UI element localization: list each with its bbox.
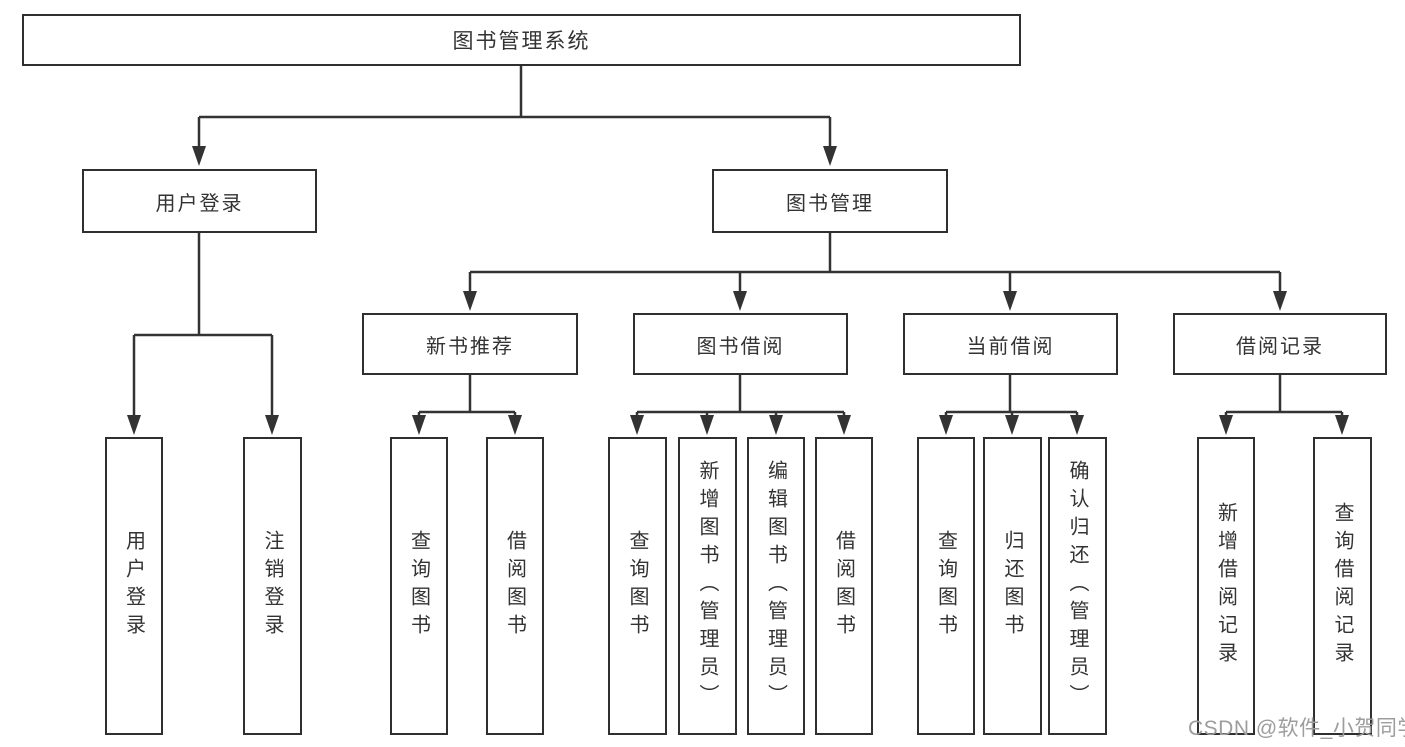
node-label: 查询图书 — [934, 530, 957, 642]
node-label: 新书推荐 — [426, 335, 514, 358]
leaf-query-borrow-record: 查询借阅记录 — [1313, 437, 1372, 735]
node-label: 图书管理系统 — [452, 30, 591, 53]
node-label: 用户登录 — [155, 192, 244, 215]
leaf-logout: 注销登录 — [243, 437, 302, 735]
node-label: 图书管理 — [786, 192, 874, 215]
node-book-management: 图书管理 — [712, 169, 948, 233]
node-library-management-system: 图书管理系统 — [22, 14, 1021, 66]
arrowheads — [127, 146, 1349, 435]
node-user-login: 用户登录 — [82, 169, 317, 233]
node-label: 查询借阅记录 — [1331, 502, 1353, 670]
leaf-query-books-current: 查询图书 — [917, 437, 975, 735]
leaf-borrow-books: 借阅图书 — [815, 437, 873, 735]
node-current-borrow: 当前借阅 — [903, 313, 1118, 375]
leaf-borrow-books-recommend: 借阅图书 — [486, 437, 544, 735]
csdn-watermark: CSDN @软件_小贺同学 — [1188, 717, 1405, 740]
node-label: 借阅图书 — [832, 530, 855, 642]
leaf-query-books-recommend: 查询图书 — [390, 437, 448, 735]
node-label: 当前借阅 — [966, 335, 1055, 358]
node-new-book-recommend: 新书推荐 — [362, 313, 578, 375]
leaf-confirm-return-admin: 确认归还（管理员） — [1048, 437, 1107, 735]
node-label: 用户登录 — [122, 530, 145, 642]
node-label: 注销登录 — [261, 530, 283, 642]
node-label: 查询图书 — [626, 530, 648, 642]
leaf-return-books: 归还图书 — [983, 437, 1042, 735]
node-label: 借阅记录 — [1236, 335, 1324, 358]
node-label: 新增借阅记录 — [1214, 502, 1237, 670]
node-label: 新增图书（管理员） — [696, 460, 718, 712]
leaf-query-books-borrow: 查询图书 — [608, 437, 667, 735]
leaf-add-borrow-record: 新增借阅记录 — [1197, 437, 1255, 735]
leaf-edit-books-admin: 编辑图书（管理员） — [747, 437, 805, 735]
node-borrow-records: 借阅记录 — [1173, 313, 1387, 375]
node-label: 归还图书 — [1001, 530, 1023, 642]
node-label: 图书借阅 — [696, 335, 785, 358]
node-label: 借阅图书 — [503, 530, 526, 642]
node-book-borrow: 图书借阅 — [633, 313, 848, 375]
node-label: 查询图书 — [407, 530, 430, 642]
leaf-add-books-admin: 新增图书（管理员） — [678, 437, 737, 735]
node-label: 确认归还（管理员） — [1066, 460, 1088, 712]
leaf-user-login: 用户登录 — [105, 437, 163, 735]
node-label: 编辑图书（管理员） — [764, 460, 787, 712]
